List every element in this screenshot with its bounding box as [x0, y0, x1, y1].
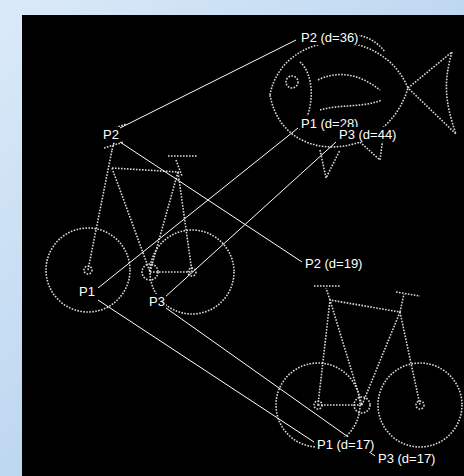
point-label: P3	[148, 294, 166, 309]
fish	[270, 35, 456, 178]
black-panel	[22, 15, 464, 476]
point-label: P3 (d=17)	[377, 451, 436, 466]
point-label: P2 (d=19)	[304, 256, 363, 271]
right-bicycle	[276, 286, 462, 447]
point-label: P1	[78, 284, 96, 299]
point-label: P3 (d=44)	[338, 127, 397, 142]
point-label: P2 (d=36)	[300, 30, 359, 45]
point-label: P2	[102, 127, 120, 142]
correspondence-lines	[98, 40, 375, 456]
point-label: P1 (d=17)	[316, 437, 375, 452]
left-bicycle	[46, 124, 234, 314]
